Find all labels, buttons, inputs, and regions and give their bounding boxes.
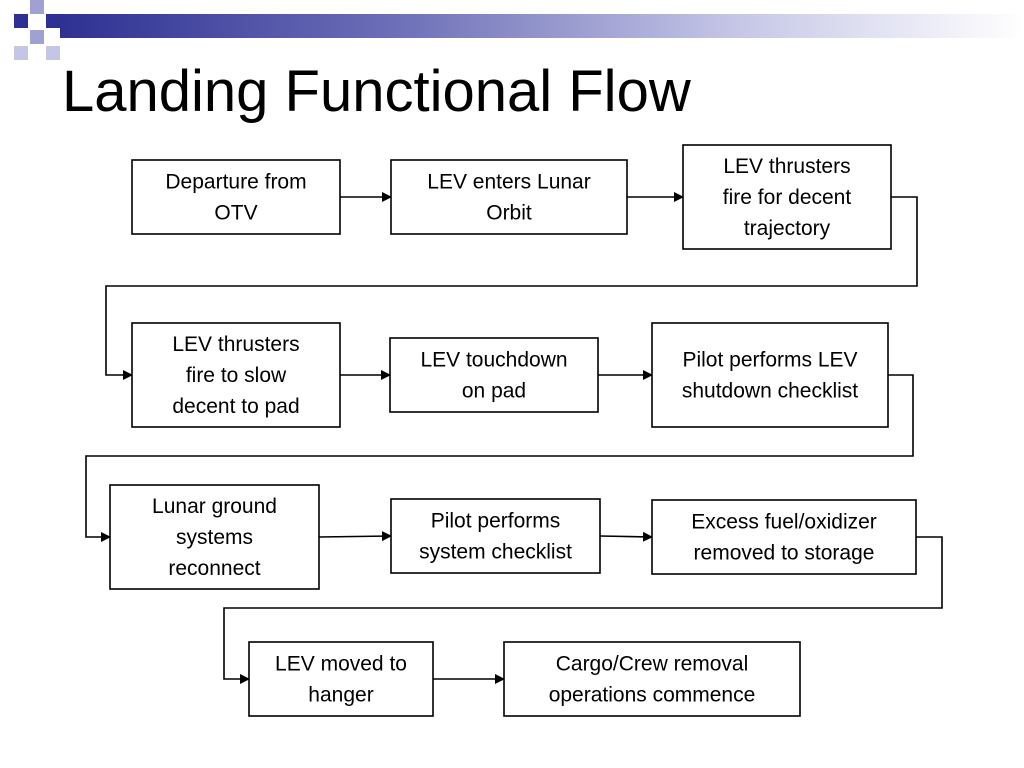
node-label-lev-thrusters-decent-trajectory-line-2: fire for decent [723,186,852,209]
node-label-cargo-crew-removal-line-2: operations commence [549,684,756,707]
node-label-excess-fuel-removed-line-2: removed to storage [694,542,875,565]
node-label-lev-thrusters-slow-decent-line-2: fire to slow [186,364,287,387]
deco-square-4 [30,30,44,44]
node-box-pilot-system-checklist [390,498,601,574]
node-pilot-lev-shutdown-checklist: Pilot performs LEV shutdown checklist [651,322,889,428]
node-label-pilot-lev-shutdown-checklist-line-2: shutdown checklist [682,380,858,403]
node-label-lunar-ground-systems-reconnect-line-1: Lunar ground [152,495,277,518]
node-label-lev-moved-hanger-line-1: LEV moved to [275,653,407,676]
node-lev-touchdown-pad: LEV touchdown on pad [389,337,599,413]
node-box-lev-thrusters-decent-trajectory [682,144,892,250]
node-box-departure-otv [131,159,341,235]
edge-excess-fuel-removed-to-lev-moved-hanger [223,536,943,684]
node-label-cargo-crew-removal-line-1: Cargo/Crew removal [556,653,749,676]
node-box-lev-thrusters-slow-decent [131,322,341,428]
node-lev-thrusters-slow-decent: LEV thrusters fire to slow decent to pad [131,322,341,428]
edge-pilot-system-checklist-to-excess-fuel-removed [599,531,653,542]
node-cargo-crew-removal: Cargo/Crew removal operations commence [503,641,801,717]
node-lev-moved-hanger: LEV moved to hanger [248,641,434,717]
node-label-lev-thrusters-slow-decent-line-3: decent to pad [172,395,299,418]
deco-square-5 [46,46,60,60]
node-label-lunar-ground-systems-reconnect-line-2: systems [176,526,253,549]
node-label-lunar-ground-systems-reconnect-line-3: reconnect [168,557,260,580]
node-label-lev-enters-lunar-orbit-line-1: LEV enters Lunar [427,171,590,194]
deco-square-3 [46,14,60,28]
node-label-lev-moved-hanger-line-2: hanger [308,684,373,707]
node-box-lev-touchdown-pad [389,337,599,413]
node-lunar-ground-systems-reconnect: Lunar ground systems reconnect [109,484,320,590]
node-label-lev-thrusters-decent-trajectory-line-1: LEV thrusters [723,155,850,178]
node-box-excess-fuel-removed [651,499,917,575]
node-pilot-system-checklist: Pilot performs system checklist [390,498,601,574]
node-box-pilot-lev-shutdown-checklist [651,322,889,428]
deco-square-6 [14,46,28,60]
node-label-lev-touchdown-pad-line-2: on pad [462,380,526,403]
edge-lev-thrusters-decent-trajectory-to-lev-thrusters-slow-decent [105,196,918,380]
node-box-cargo-crew-removal [503,641,801,717]
node-box-lev-moved-hanger [248,641,434,717]
deco-square-2 [30,0,44,14]
edge-lunar-ground-systems-reconnect-to-pilot-system-checklist [318,531,392,542]
node-label-lev-thrusters-slow-decent-line-1: LEV thrusters [172,333,299,356]
node-label-departure-otv-line-2: OTV [214,202,257,225]
deco-square-1 [14,14,28,28]
header-gradient-bar [60,14,1024,38]
node-excess-fuel-removed: Excess fuel/oxidizer removed to storage [651,499,917,575]
node-label-lev-thrusters-decent-trajectory-line-3: trajectory [744,217,831,240]
node-label-lev-touchdown-pad-line-1: LEV touchdown [420,349,567,372]
node-label-lev-enters-lunar-orbit-line-2: Orbit [486,202,532,225]
node-label-departure-otv-line-1: Departure from [165,171,306,194]
node-label-pilot-system-checklist-line-1: Pilot performs [431,510,561,533]
node-box-lunar-ground-systems-reconnect [109,484,320,590]
slide-title: Landing Functional Flow [62,59,691,124]
node-label-excess-fuel-removed-line-1: Excess fuel/oxidizer [691,511,877,534]
node-label-pilot-lev-shutdown-checklist-line-1: Pilot performs LEV [682,349,857,372]
node-lev-thrusters-decent-trajectory: LEV thrusters fire for decent trajectory [682,144,892,250]
node-box-lev-enters-lunar-orbit [390,159,628,235]
node-label-pilot-system-checklist-line-2: system checklist [419,541,572,564]
edge-pilot-lev-shutdown-checklist-to-lunar-ground-systems-reconnect [85,374,914,542]
